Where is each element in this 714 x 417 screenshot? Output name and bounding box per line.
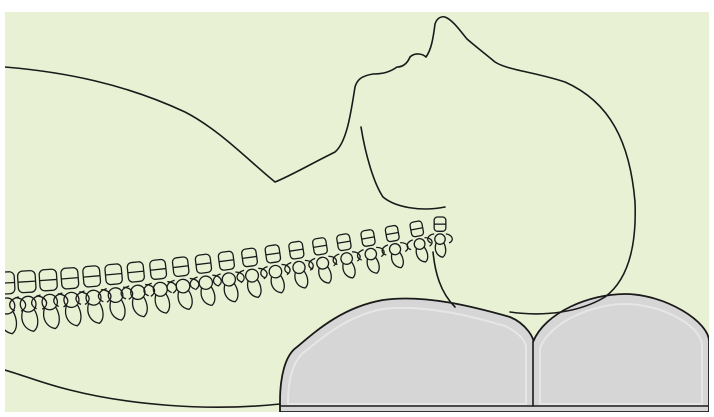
neck-support-illustration bbox=[5, 12, 709, 412]
illustration-panel bbox=[5, 12, 709, 412]
